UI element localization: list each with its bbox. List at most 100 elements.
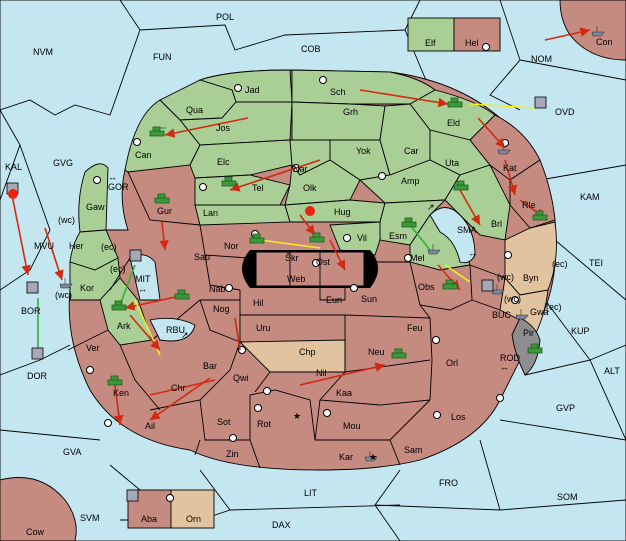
star-icon: ★ (293, 411, 301, 421)
land-label-aba: Aba (141, 514, 157, 524)
supply-center-icon (254, 404, 262, 412)
ship-icon (491, 284, 505, 295)
marker-square (129, 249, 142, 262)
land-label-orl: Orl (446, 358, 458, 368)
sea-label-cob: COB (301, 44, 321, 54)
sea-label-kup: KUP (571, 326, 590, 336)
ship-icon (427, 244, 441, 255)
land-label-ver: Ver (86, 343, 100, 353)
fleets (59, 26, 605, 462)
double-arrow-icon: ↔ (138, 284, 147, 294)
region-olk[interactable] (284, 159, 361, 206)
land-label-neu: Neu (368, 347, 385, 357)
sea-label-gva: GVA (63, 447, 81, 457)
units (107, 97, 548, 386)
region-con[interactable] (559, 0, 626, 61)
central-lake-inner (255, 251, 365, 287)
sea-label-alt: ALT (604, 366, 620, 376)
sea-label-fun: FUN (153, 52, 172, 62)
sea-label-pol: POL (216, 12, 234, 22)
sea-label-tei: TEI (589, 258, 603, 268)
sea-label-gvg: GVG (53, 158, 73, 168)
land-label-hel: Hel (465, 38, 479, 48)
tank-icon (111, 300, 127, 311)
double-arrow-icon: ↔ (468, 248, 477, 258)
land-label-sun: Sun (361, 294, 377, 304)
sea-label-mit: MIT (135, 274, 151, 284)
lake-rbu (149, 317, 196, 342)
supply-centers (86, 43, 519, 502)
tank-icon (309, 232, 325, 243)
sea-label-gor: GOR (108, 182, 129, 192)
coast-tag: (wc) (497, 272, 514, 282)
coast-tags: (wc) (wc) (ec) (ec) (wc) (ec) (wc) (ec) (55, 215, 568, 312)
tank-icon (391, 348, 407, 359)
sea-label-nvm: NVM (33, 47, 53, 57)
land-label-nog: Nog (213, 304, 230, 314)
land-label-sot: Sot (217, 417, 231, 427)
sea-label-kam: KAM (580, 192, 600, 202)
orders (11, 27, 591, 426)
land-label-ail: Ail (145, 421, 155, 431)
land-label-nor: Nor (224, 241, 239, 251)
supply-center-icon (504, 251, 512, 259)
land-label-rot: Rot (257, 419, 272, 429)
coast-tag: (ec) (552, 259, 568, 269)
land-label-gur: Gur (157, 206, 172, 216)
ship-icon (591, 26, 605, 37)
sea-label-ovd: OVD (555, 107, 575, 117)
land-label-vil: Vil (357, 233, 367, 243)
land-label-gwa: Gwa (530, 307, 549, 317)
markers (6, 96, 547, 502)
ship-icon (59, 278, 73, 289)
land-label-jos: Jos (216, 123, 231, 133)
land-label-uru: Uru (256, 323, 271, 333)
region-vil[interactable] (329, 221, 381, 256)
region-pir[interactable] (511, 317, 541, 376)
land-label-pir: Pir (523, 328, 534, 338)
land-label-elc: Elc (217, 157, 230, 167)
sea-label-buc: BUC (492, 310, 512, 320)
land-label-sch: Sch (330, 87, 346, 97)
supply-center-icon (432, 336, 440, 344)
land-label-los: Los (451, 412, 466, 422)
tank-icon (442, 279, 458, 290)
sea-label-dor: DOR (27, 371, 48, 381)
land-label-kar: Kar (339, 452, 353, 462)
supply-center-icon (378, 172, 386, 180)
land-label-hug: Hug (334, 207, 351, 217)
supply-center-icon (404, 254, 412, 262)
sea-label-nom: NOM (531, 54, 552, 64)
land-label-ark: Ark (117, 321, 131, 331)
burst-icon (305, 206, 315, 216)
sea-label-mvu: MVU (34, 241, 54, 251)
region-cow[interactable] (0, 477, 77, 541)
sea-label-rod: ROD (500, 353, 521, 363)
tank-icon (532, 210, 548, 221)
tank-icon (401, 217, 417, 228)
land-label-kor: Kor (80, 283, 94, 293)
double-arrow-icon: ↔ (500, 362, 509, 372)
star-icon: ★ (369, 452, 377, 462)
land-label-tel: Tel (252, 183, 264, 193)
region-tel[interactable] (194, 174, 291, 206)
land-label-jad: Jad (245, 85, 260, 95)
supply-center-icon (323, 409, 331, 417)
tank-icon (453, 180, 469, 191)
land-labels: Jad Sch Qua Jos Eld Can Grh Yok Car Elc … (69, 38, 549, 524)
supply-center-icon (263, 387, 271, 395)
ship-icon (515, 309, 529, 320)
tank-icon (149, 126, 166, 137)
ship-icon (364, 451, 378, 462)
marker-square (126, 489, 139, 502)
region-grh[interactable] (291, 101, 386, 141)
land-label-hil: Hil (253, 298, 264, 308)
coast-tag: (wc) (504, 294, 521, 304)
sea-label-gvp: GVP (556, 403, 575, 413)
supply-center-icon (229, 434, 237, 442)
coast-tag: (ec) (101, 242, 117, 252)
sea-label-bor: BOR (21, 306, 41, 316)
burst-icon (8, 189, 18, 199)
sea-labels: POL NVM FUN COB NOM OVD KAL GVG KAM TEI … (5, 12, 620, 537)
